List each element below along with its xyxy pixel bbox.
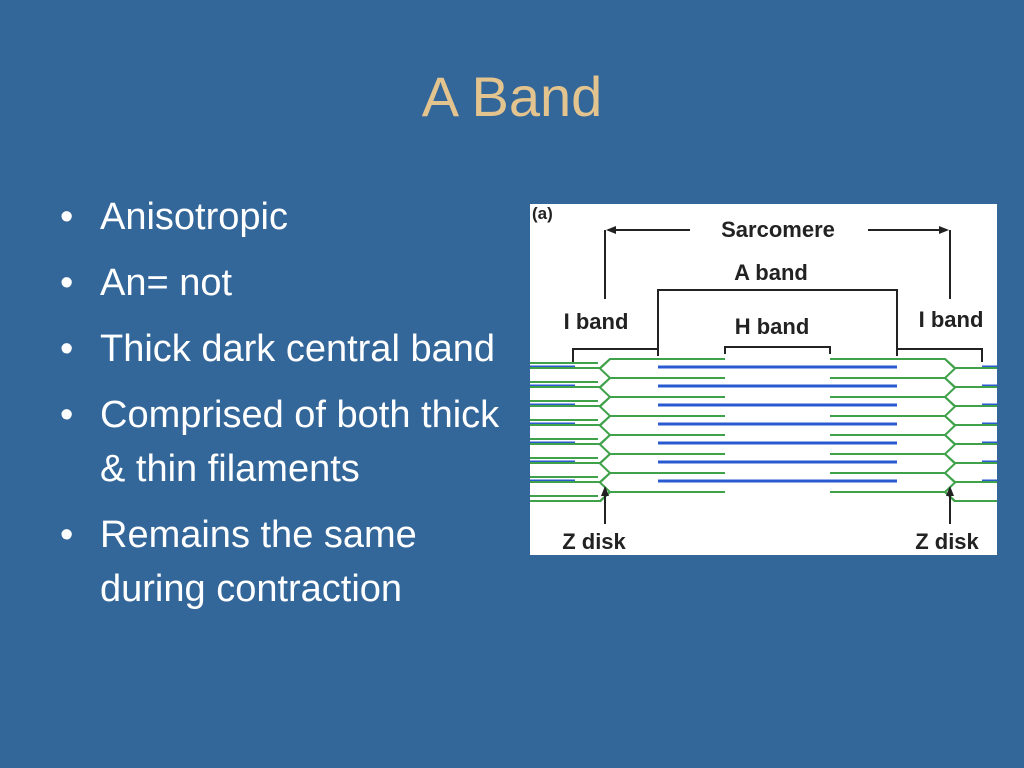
z-disk-right-arrowhead [946, 486, 954, 496]
z-disk-left-arrowhead [601, 486, 609, 496]
bullet-item: Anisotropic [56, 190, 526, 244]
z-disk-right [943, 358, 957, 503]
bullet-item: Comprised of both thick & thin filaments [56, 388, 526, 496]
i-band-left-label: I band [564, 309, 629, 334]
bullet-item: Thick dark central band [56, 322, 526, 376]
filaments [530, 358, 997, 503]
slide-title: A Band [421, 65, 603, 128]
i-band-left-bracket [572, 348, 659, 362]
i-band-right-bracket [896, 348, 983, 362]
sarcomere-label: Sarcomere [721, 217, 835, 242]
z-disk-left [598, 358, 612, 503]
a-band-bracket [657, 289, 898, 352]
h-band-bracket [724, 346, 831, 354]
sarcomere-right-arrowhead [939, 226, 949, 234]
sarcomere-diagram-svg: (a) Sarcomere A band H band I band I ban… [530, 204, 997, 554]
sarcomere-left-arrowhead [606, 226, 616, 234]
h-band-label: H band [735, 314, 810, 339]
sarcomere-diagram: (a) Sarcomere A band H band I band I ban… [530, 204, 997, 555]
annotation-lines [572, 229, 983, 524]
bullet-list: Anisotropic An= not Thick dark central b… [56, 190, 526, 628]
z-disk-left-label: Z disk [562, 529, 626, 554]
bullet-item: An= not [56, 256, 526, 310]
i-band-right-label: I band [919, 307, 984, 332]
a-band-label: A band [734, 260, 808, 285]
bullet-item: Remains the same during contraction [56, 508, 526, 616]
thin-filament-right [830, 491, 997, 502]
arrowheads [601, 226, 954, 496]
z-disk-right-label: Z disk [915, 529, 979, 554]
panel-label: (a) [532, 204, 553, 223]
